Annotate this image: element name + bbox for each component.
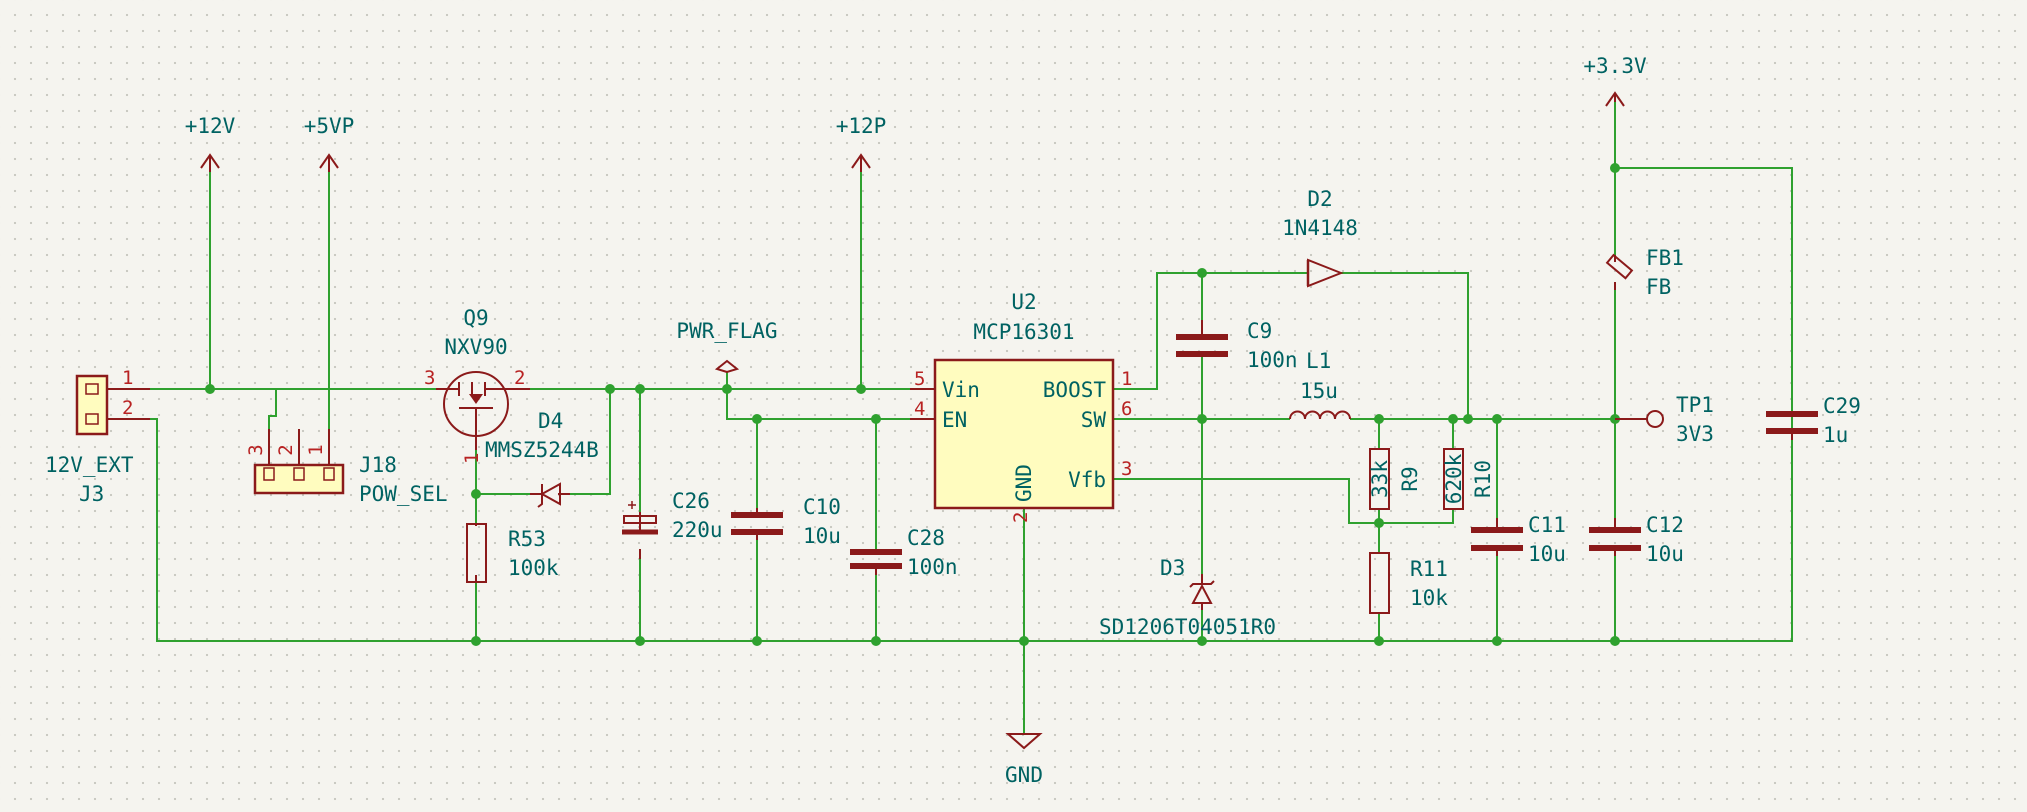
c10-ref: C10 <box>803 495 841 519</box>
q9-ref: Q9 <box>463 306 488 330</box>
u2-pin-4: 4 <box>914 398 925 420</box>
j3-value: 12V_EXT <box>45 453 134 477</box>
r11-ref: R11 <box>1410 557 1448 581</box>
r9-value: 33k <box>1368 460 1392 498</box>
c28-value: 100n <box>907 555 958 579</box>
r53-ref: R53 <box>508 527 546 551</box>
tp1-ref: TP1 <box>1676 393 1714 417</box>
ic-u2[interactable]: Vin EN BOOST SW Vfb GND 5 4 1 6 3 2 U2 M… <box>910 290 1132 523</box>
c12-ref: C12 <box>1646 513 1684 537</box>
u2-value: MCP16301 <box>973 320 1074 344</box>
inductor-l1[interactable]: L1 15u <box>1289 349 1351 420</box>
power-12p-label: +12P <box>836 114 887 138</box>
connector-j18[interactable]: 3 2 1 J18 POW_SEL <box>245 429 448 506</box>
c12-value: 10u <box>1646 542 1684 566</box>
j3-pin-2: 2 <box>122 397 133 419</box>
power-3v3-label: +3.3V <box>1583 54 1647 78</box>
testpoint-tp1[interactable]: TP1 3V3 <box>1615 393 1714 446</box>
j18-ref: J18 <box>359 453 397 477</box>
d2-value: 1N4148 <box>1282 216 1358 240</box>
pwr-flag-label: PWR_FLAG <box>676 319 777 343</box>
d2-ref: D2 <box>1307 187 1332 211</box>
mosfet-q9[interactable]: 3 2 1 Q9 NXV90 <box>424 306 530 464</box>
capacitor-c10[interactable]: C10 10u <box>731 495 841 548</box>
l1-ref: L1 <box>1306 349 1331 373</box>
l1-value: 15u <box>1300 379 1338 403</box>
connector-j3[interactable]: 1 2 12V_EXT J3 <box>45 367 150 506</box>
d3-value: SD1206T04051R0 <box>1099 615 1276 639</box>
ferrite-fb1[interactable]: FB1 FB <box>1605 246 1684 299</box>
diode-d4[interactable]: D4 MMSZ5244B <box>485 409 599 508</box>
power-12v[interactable]: +12V <box>185 114 236 172</box>
u2-pin-name-boost: BOOST <box>1043 378 1107 402</box>
u2-pin-6: 6 <box>1121 398 1132 420</box>
power-gnd[interactable]: GND <box>1005 733 1043 787</box>
c29-value: 1u <box>1823 423 1848 447</box>
d4-value: MMSZ5244B <box>485 438 599 462</box>
c26-ref: C26 <box>672 489 710 513</box>
u2-pin-5: 5 <box>914 368 925 390</box>
q9-pin-2: 2 <box>514 367 525 389</box>
capacitor-c26[interactable]: C26 220u <box>622 489 723 559</box>
c11-value: 10u <box>1528 542 1566 566</box>
c28-ref: C28 <box>907 526 945 550</box>
u2-pin-name-vin: Vin <box>942 378 980 402</box>
power-12v-label: +12V <box>185 114 236 138</box>
power-3v3[interactable]: +3.3V <box>1583 54 1647 107</box>
r9-ref: R9 <box>1398 466 1422 491</box>
fb1-value: FB <box>1646 275 1671 299</box>
r10-value: 620k <box>1442 453 1466 504</box>
u2-ref: U2 <box>1011 290 1036 314</box>
r53-value: 100k <box>508 556 559 580</box>
j3-ref: J3 <box>79 482 104 506</box>
pwr-flag[interactable]: PWR_FLAG <box>676 319 778 374</box>
resistor-r9[interactable]: 33k R9 <box>1368 448 1422 510</box>
capacitor-c28[interactable]: C28 100n <box>850 526 958 579</box>
tp1-value: 3V3 <box>1676 422 1714 446</box>
c11-ref: C11 <box>1528 513 1566 537</box>
c26-value: 220u <box>672 518 723 542</box>
power-12p[interactable]: +12P <box>836 114 887 172</box>
u2-pin-name-en: EN <box>942 408 967 432</box>
c9-ref: C9 <box>1247 319 1272 343</box>
power-5vp[interactable]: +5VP <box>304 114 355 172</box>
d3-ref: D3 <box>1160 556 1185 580</box>
q9-pin-3: 3 <box>424 367 435 389</box>
c10-value: 10u <box>803 524 841 548</box>
u2-pin-name-sw: SW <box>1081 408 1107 432</box>
d4-ref: D4 <box>538 409 563 433</box>
resistor-r11[interactable]: R11 10k <box>1369 552 1448 614</box>
u2-pin-name-gnd: GND <box>1012 464 1036 502</box>
c9-value: 100n <box>1247 348 1298 372</box>
q9-value: NXV90 <box>444 335 507 359</box>
resistor-r10[interactable]: 620k R10 <box>1442 448 1495 510</box>
c29-ref: C29 <box>1823 394 1861 418</box>
diode-d3[interactable]: D3 SD1206T04051R0 <box>1099 556 1276 639</box>
j18-value: POW_SEL <box>359 482 448 506</box>
diode-d2[interactable]: D2 1N4148 <box>1282 187 1358 288</box>
capacitor-c12[interactable]: C12 10u <box>1589 513 1684 566</box>
j18-pin-2: 2 <box>275 444 297 455</box>
u2-pin-2: 2 <box>1010 512 1032 523</box>
u2-pin-name-vfb: Vfb <box>1068 468 1106 492</box>
resistor-r53[interactable]: R53 100k <box>466 523 559 583</box>
j18-pin-3: 3 <box>245 444 267 455</box>
u2-pin-1: 1 <box>1121 368 1132 390</box>
capacitor-c9[interactable]: C9 100n <box>1176 319 1298 372</box>
junctions <box>205 163 1620 646</box>
power-5vp-label: +5VP <box>304 114 355 138</box>
r11-value: 10k <box>1410 586 1448 610</box>
j18-pin-1: 1 <box>305 444 327 455</box>
capacitor-c11[interactable]: C11 10u <box>1471 513 1566 566</box>
power-gnd-label: GND <box>1005 763 1043 787</box>
fb1-ref: FB1 <box>1646 246 1684 270</box>
r10-ref: R10 <box>1471 460 1495 498</box>
capacitor-c29[interactable]: C29 1u <box>1766 394 1861 447</box>
j3-pin-1: 1 <box>122 367 133 389</box>
q9-pin-1: 1 <box>461 453 483 464</box>
u2-pin-3: 3 <box>1121 458 1132 480</box>
